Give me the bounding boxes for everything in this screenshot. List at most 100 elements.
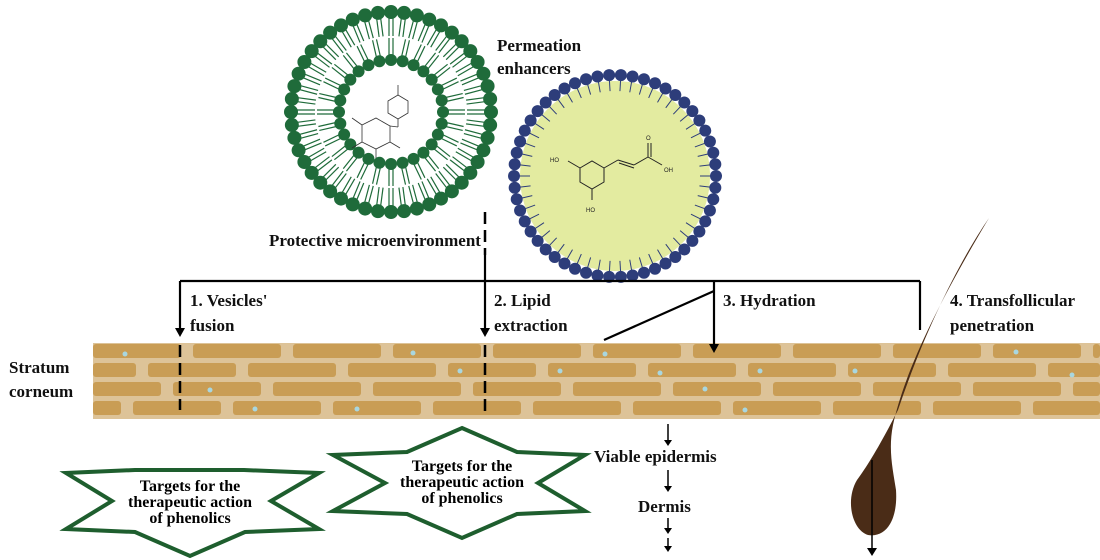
lipid-head [384,205,398,219]
target-star-left-outline [59,468,326,559]
intercellular-dot [757,368,763,374]
intercellular-dot [702,386,708,392]
micelle-head [626,269,639,282]
target-star-right-line3: of phenolics [421,490,502,507]
micelle-o-label: O [646,136,651,142]
corneocyte-brick [993,344,1081,358]
micelle-head [510,146,523,159]
lipid-head [435,117,448,130]
micelle-head [508,158,521,171]
intercellular-dot [410,350,416,356]
lipid-head [417,146,430,159]
lipid-head [284,91,299,106]
corneocyte-brick [148,363,236,377]
micelle-ho-bottom-label: HO [586,208,595,214]
lipid-head [345,12,360,27]
lipid-head [344,138,357,151]
micelle-head [659,257,672,270]
lipid-head [480,79,495,94]
micelle-head [703,204,716,217]
lipid-head [396,156,409,169]
corneocyte-brick [833,401,921,415]
micelle-head [693,114,706,127]
micelle-head [531,105,544,118]
arrowhead-step2 [480,328,490,337]
corneocyte-brick [233,401,321,415]
micelle-head [707,193,720,206]
phenolic-acid-molecule-icon [567,143,663,200]
intercellular-dot [852,368,858,374]
micelle-head [531,234,544,247]
micelle-head [558,257,571,270]
lipid-head [304,165,319,180]
intercellular-dot [742,407,748,413]
corneocyte-brick [133,401,221,415]
corneocyte-brick [448,363,536,377]
lipid-head [291,143,306,158]
micelle-head [508,170,520,182]
lipid-head [284,118,299,133]
target-star-right-line1: Targets for the [412,458,512,475]
target-star-right-line2: therapeutic action [400,474,524,491]
lipid-head [431,128,444,141]
step2-label-line1: 2. Lipid [494,291,551,310]
intercellular-dot [1069,372,1075,378]
lipid-head [470,155,485,169]
micelle-head [669,88,682,101]
lipid-head [417,65,430,78]
corneocyte-brick [93,344,181,358]
lipid-head [370,5,385,20]
corneocyte-brick [593,344,681,358]
corneocyte-brick [533,401,621,415]
arrowhead-step1 [175,328,185,337]
stratum-corneum-band [93,343,1100,419]
lipid-head [338,128,351,141]
corneocyte-brick [633,401,721,415]
lipid-head [476,66,491,81]
intercellular-dot [602,351,608,357]
lipid-head [370,204,385,219]
hair-follicle [850,218,989,556]
micelle-head [699,124,712,137]
lipid-head [333,106,345,118]
micelle-head [678,243,691,256]
lipid-head [463,165,478,180]
micelle-head [518,215,531,228]
depth-arrows [664,424,672,552]
lipid-head [297,55,312,69]
intercellular-dot [1013,349,1019,355]
micelle-head [568,262,581,275]
lipid-head [334,117,347,130]
liposome-inner-leaflet [317,38,465,186]
micelle-head [558,82,571,95]
corneocyte-brick [333,401,421,415]
corneocyte-brick [93,401,121,415]
micelle-head [524,225,537,238]
lipid-head [385,158,397,170]
micelle-head [568,77,581,90]
lipid-head [483,91,498,106]
corneocyte-brick [473,382,561,396]
micelle-head [591,70,604,83]
lipid-head [287,130,302,145]
protective-microenvironment-label: Protective microenvironment [269,231,481,250]
lipid-head [407,152,420,165]
corneocyte-brick [193,344,281,358]
lipid-head [385,54,397,66]
lipid-head [434,191,448,206]
corneocyte-brick [873,382,961,396]
corneocyte-brick [1073,382,1100,396]
corneocyte-brick [948,363,1036,377]
micelle-head [686,105,699,118]
micelle-head [614,270,627,283]
lipid-head [334,191,348,206]
intercellular-dot [207,387,213,393]
lipid-head [409,201,424,216]
micelle-head [707,146,720,159]
micelle-ho-top-label: HO [550,158,559,164]
micelle-head [709,181,722,194]
lipid-head [484,105,498,119]
corneocyte-brick [848,363,936,377]
corneocyte-brick [93,382,161,396]
